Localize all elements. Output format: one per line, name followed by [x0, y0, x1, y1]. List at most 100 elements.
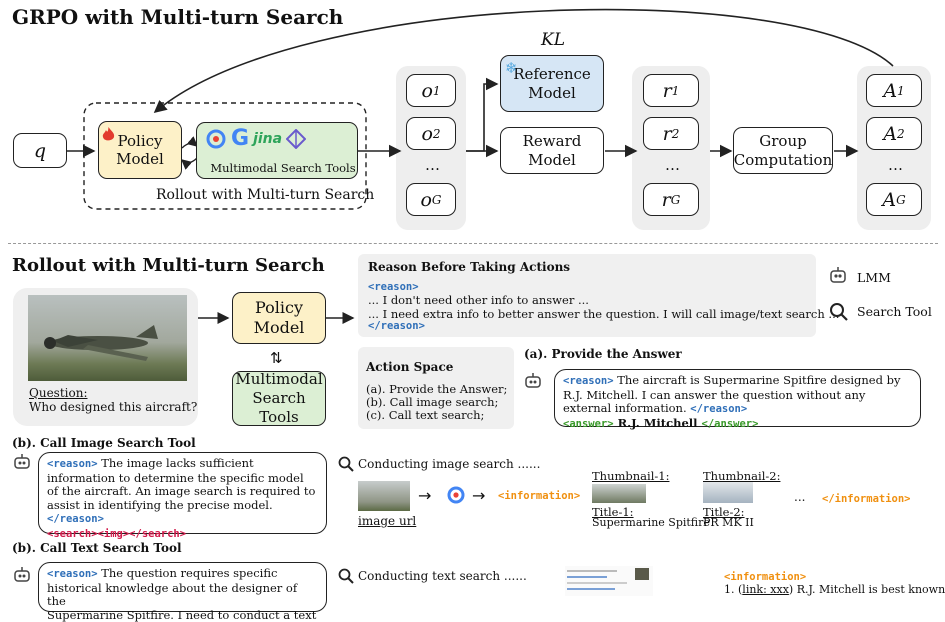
rollout-dashed-box: [83, 102, 367, 210]
robot-icon: [524, 372, 542, 394]
ref-line2: Model: [528, 83, 576, 102]
thumbnail-2-label: Thumbnail-2:: [703, 469, 781, 483]
advantage-ellipsis: …: [888, 156, 903, 174]
legend-lmm: LMM: [857, 270, 891, 285]
a-reason-open: <reason>: [563, 375, 614, 387]
title-1-value: Supermarine Spitfire: [592, 516, 710, 529]
image-search-conducting: Conducting image search ......: [358, 457, 541, 471]
aircraft-photo: [28, 295, 187, 381]
c-reason-cut: Supermarine Spitfire. I need to conduct …: [47, 607, 317, 622]
title-2-value: PR MK II: [703, 516, 754, 529]
output-3: …: [425, 156, 440, 174]
reference-model: ❄ Reference Model: [500, 55, 604, 112]
bottom-arrows: [198, 312, 355, 324]
output-subscript: 2: [432, 126, 441, 141]
text-search-section-title: (b). Call Text Search Tool: [12, 541, 182, 555]
b-info-close: </information>: [822, 493, 911, 505]
output-symbol: o: [421, 122, 433, 145]
a-reason-text: The aircraft is Supermarine Spitfire des…: [563, 373, 901, 415]
b-info-open: <information>: [498, 490, 581, 502]
policy-bottom-line2: Model: [253, 318, 305, 337]
policy-model-bottom: Policy Model: [232, 292, 326, 344]
rollout-label: Rollout with Multi-turn Search: [156, 187, 375, 203]
exchange-arrows-icon: ⇅: [270, 349, 283, 367]
search-icon: [338, 456, 354, 476]
reward-symbol: r: [662, 79, 672, 102]
reward-subscript: 2: [671, 126, 680, 141]
c-info-link: link: xxx: [742, 583, 789, 596]
text-search-conducting: Conducting text search ......: [358, 569, 527, 583]
title-1-label: Title-1:: [592, 505, 634, 519]
output-ellipsis: …: [425, 156, 440, 174]
reward-ellipsis: …: [665, 156, 680, 174]
policy-model-top: Policy Model: [98, 121, 182, 179]
reason-box-title: Reason Before Taking Actions: [368, 260, 571, 274]
arrow-icon: →: [418, 486, 432, 505]
advantage-3: …: [888, 156, 903, 174]
query-label: q: [33, 139, 47, 162]
c-info-open: <information>: [724, 571, 807, 583]
reward-subscript: 1: [671, 83, 680, 98]
question-label: Question:: [29, 386, 88, 400]
reward-subscript: G: [670, 192, 681, 207]
query-box: q: [13, 133, 67, 168]
legend-search-tool: Search Tool: [857, 304, 932, 319]
advantage-symbol: A: [882, 188, 897, 211]
text-search-result-preview: [565, 566, 653, 596]
advantage-subscript: 2: [897, 126, 905, 141]
b-reason-close: </reason>: [47, 513, 104, 525]
arrow-adv-to-policy-curve: [153, 8, 894, 114]
c-info-pre: 1. (: [724, 583, 743, 596]
answer-bubble: <reason> The aircraft is Supermarine Spi…: [554, 369, 921, 430]
ref-line1: Reference: [513, 64, 591, 83]
advantage-symbol: A: [883, 79, 898, 102]
policy-bottom-line1: Policy: [255, 298, 303, 317]
image-url-label: image url: [358, 514, 417, 528]
image-search-bubble: <reason> The image lacks sufficient info…: [38, 452, 327, 540]
reward-3: …: [665, 156, 680, 174]
thumbnail-1-image: [592, 484, 646, 503]
reward-symbol: r: [662, 122, 672, 145]
top-arrows: [67, 8, 894, 210]
a-answer-open: <answer>: [563, 417, 614, 430]
title-2-label: Title-2:: [703, 505, 745, 519]
mm-line1: Multimodal: [235, 370, 323, 388]
arrow-icon: →: [472, 486, 486, 505]
lens-icon: [446, 485, 466, 509]
b-search-tag: <search><img></search>: [47, 527, 187, 540]
action-b: (b). Call image search;: [366, 395, 499, 409]
policy-top-line2: Model: [116, 150, 164, 168]
lens-icon: [206, 129, 226, 149]
reward-model: Reward Model: [500, 127, 604, 174]
advantage-subscript: G: [896, 192, 906, 207]
search-icon: [338, 568, 354, 588]
google-icon: G: [231, 126, 250, 151]
b-reason-open: <reason>: [47, 458, 98, 470]
tool-logos: G jina: [205, 126, 307, 151]
a-answer-text: R.J. Mitchell: [613, 415, 702, 430]
output-subscript: G: [431, 192, 442, 207]
bottom-section-title: Rollout with Multi-turn Search: [12, 255, 325, 276]
thumbnail-2-image: [703, 482, 753, 503]
image-search-section-title: (b). Call Image Search Tool: [12, 436, 196, 450]
action-space-box: Action Space (a). Provide the Answer; (b…: [358, 347, 514, 429]
snowflake-icon: ❄: [505, 59, 518, 77]
reason-open-tag: <reason>: [368, 281, 419, 293]
advantage-subscript: 1: [897, 83, 905, 98]
mm-line2: Search Tools: [252, 389, 306, 426]
reward-line1: Reward: [522, 131, 582, 150]
a-reason-close: </reason>: [690, 403, 748, 415]
output-subscript: 1: [432, 83, 441, 98]
robot-icon: [13, 453, 31, 475]
group-line2: Computation: [733, 150, 833, 169]
reason-close-tag: </reason>: [368, 320, 425, 332]
flame-icon: [102, 127, 115, 142]
advantage-symbol: A: [883, 122, 898, 145]
